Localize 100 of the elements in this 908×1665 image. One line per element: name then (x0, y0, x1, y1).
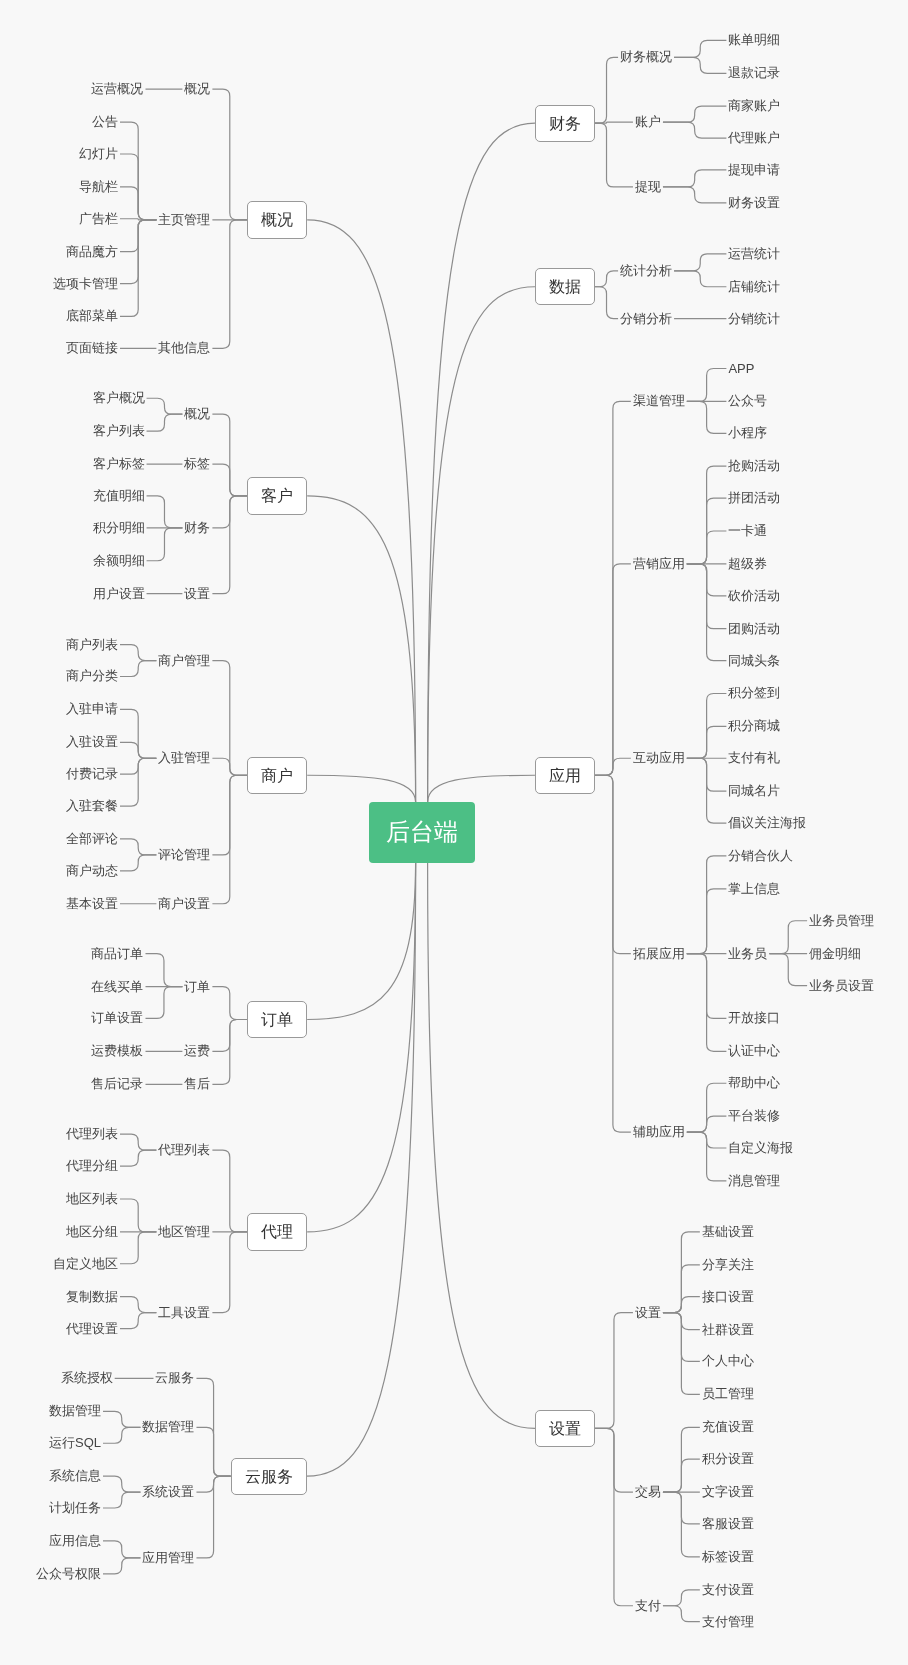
topic-label: 文字设置 (699, 1483, 756, 1501)
branch-line (662, 1312, 701, 1395)
branch-line (673, 270, 727, 288)
topic-label: 互动应用 (630, 749, 687, 767)
topic-label: 客户标签 (90, 455, 147, 473)
topic-box: 代理 (247, 1213, 308, 1251)
topic-label: APP (726, 359, 757, 378)
topic-label: 掌上信息 (726, 879, 783, 898)
topic-label: 砍价活动 (726, 586, 783, 605)
topic-label: 页面链接 (64, 339, 120, 357)
branch-line (145, 527, 183, 562)
topic-label: 数据管理 (140, 1418, 197, 1436)
topic-label: 退款记录 (726, 64, 783, 82)
topic-label: 财务 (182, 518, 213, 537)
topic-label: 系统信息 (47, 1467, 103, 1485)
topic-label: 标签设置 (699, 1547, 756, 1566)
topic-label: 全部评论 (64, 829, 120, 848)
topic-box: 客户 (247, 477, 308, 515)
branch-line (662, 1491, 701, 1558)
topic-label: 应用管理 (140, 1548, 197, 1567)
branch-line (211, 1018, 248, 1085)
topic-label: 商户列表 (64, 635, 120, 654)
topic-label: 团购活动 (726, 619, 783, 638)
branch-line (686, 953, 727, 1052)
topic-label: 售后记录 (89, 1075, 146, 1093)
topic-label: 入驻申请 (64, 700, 120, 718)
topic-box: 数据 (534, 268, 595, 306)
topic-label: 拓展应用 (630, 944, 687, 963)
topic-label: 概况 (182, 405, 213, 423)
topic-label: 设置 (632, 1303, 663, 1322)
topic-label: 广告栏 (77, 209, 120, 228)
topic-label: 代理列表 (64, 1125, 120, 1143)
branch-line (144, 88, 183, 90)
topic-label: 业务员管理 (807, 911, 877, 930)
branch-line (662, 186, 727, 204)
topic-label: 一卡通 (726, 522, 770, 540)
branch-line (119, 347, 157, 349)
branch-line (119, 1149, 157, 1167)
topic-box: 财务 (534, 104, 595, 142)
topic-label: 商品魔方 (64, 242, 120, 261)
topic-label: 同城名片 (726, 782, 783, 800)
branch-line (686, 400, 727, 434)
topic-label: 提现 (632, 177, 663, 196)
topic-box: 应用 (534, 756, 595, 794)
branch-line (102, 1426, 142, 1444)
topic-label: 账单明细 (726, 31, 783, 49)
topic-label: 应用信息 (47, 1531, 103, 1550)
topic-label: 积分商城 (726, 717, 783, 735)
topic-label: 地区列表 (64, 1190, 120, 1208)
topic-label: 充值设置 (699, 1418, 756, 1436)
topic-label: 运费模板 (89, 1042, 146, 1060)
topic-label: 幻灯片 (77, 145, 120, 163)
topic-label: 商家账户 (726, 97, 783, 115)
topic-label: 其他信息 (156, 339, 213, 357)
topic-label: 支付设置 (699, 1580, 756, 1599)
branch-line (145, 593, 183, 595)
branch-line (662, 121, 727, 139)
branch-line (768, 953, 808, 987)
topic-label: 支付管理 (699, 1612, 756, 1631)
topic-label: 积分设置 (699, 1450, 756, 1468)
branch-line (119, 1312, 157, 1330)
topic-label: 底部菜单 (64, 307, 120, 326)
central-topic-box: 后台端 (368, 802, 475, 863)
topic-label: 客户列表 (90, 422, 147, 440)
branch-line (144, 986, 183, 1020)
topic-label: 分销合伙人 (726, 846, 796, 865)
topic-label: 地区分组 (64, 1222, 120, 1241)
topic-label: 代理分组 (64, 1157, 120, 1175)
topic-label: 自定义海报 (726, 1139, 796, 1157)
topic-label: 订单 (182, 977, 213, 996)
topic-label: 财务概况 (618, 48, 675, 66)
topic-label: 运营统计 (726, 244, 783, 263)
branch-line (306, 862, 417, 1477)
topic-label: 店铺统计 (726, 277, 783, 296)
topic-label: 入驻管理 (156, 749, 213, 767)
topic-label: 标签 (182, 455, 213, 473)
topic-label: 提现申请 (726, 160, 783, 179)
topic-label: 公众号权限 (34, 1564, 103, 1583)
topic-label: 营销应用 (630, 554, 687, 573)
topic-label: 佣金明细 (807, 944, 864, 963)
topic-label: 个人中心 (699, 1352, 756, 1371)
topic-label: 员工管理 (699, 1385, 756, 1403)
topic-label: 抢购活动 (726, 457, 783, 475)
topic-label: 接口设置 (699, 1287, 756, 1306)
topic-label: 支付有礼 (726, 749, 783, 767)
branch-line (594, 774, 632, 1133)
topic-label: 商户动态 (64, 861, 120, 880)
topic-label: 交易 (632, 1483, 663, 1501)
topic-label: 地区管理 (156, 1222, 213, 1241)
branch-line (662, 1605, 701, 1623)
topic-label: 商户设置 (156, 894, 213, 913)
branch-line (102, 1557, 142, 1575)
topic-label: 积分明细 (90, 518, 147, 537)
topic-label: 入驻设置 (64, 733, 120, 751)
topic-label: 商品订单 (89, 944, 146, 963)
topic-label: 渠道管理 (630, 392, 687, 410)
topic-label: 余额明细 (90, 551, 147, 570)
topic-label: 辅助应用 (630, 1123, 687, 1141)
topic-label: 云服务 (153, 1369, 197, 1388)
branch-line (673, 56, 727, 74)
